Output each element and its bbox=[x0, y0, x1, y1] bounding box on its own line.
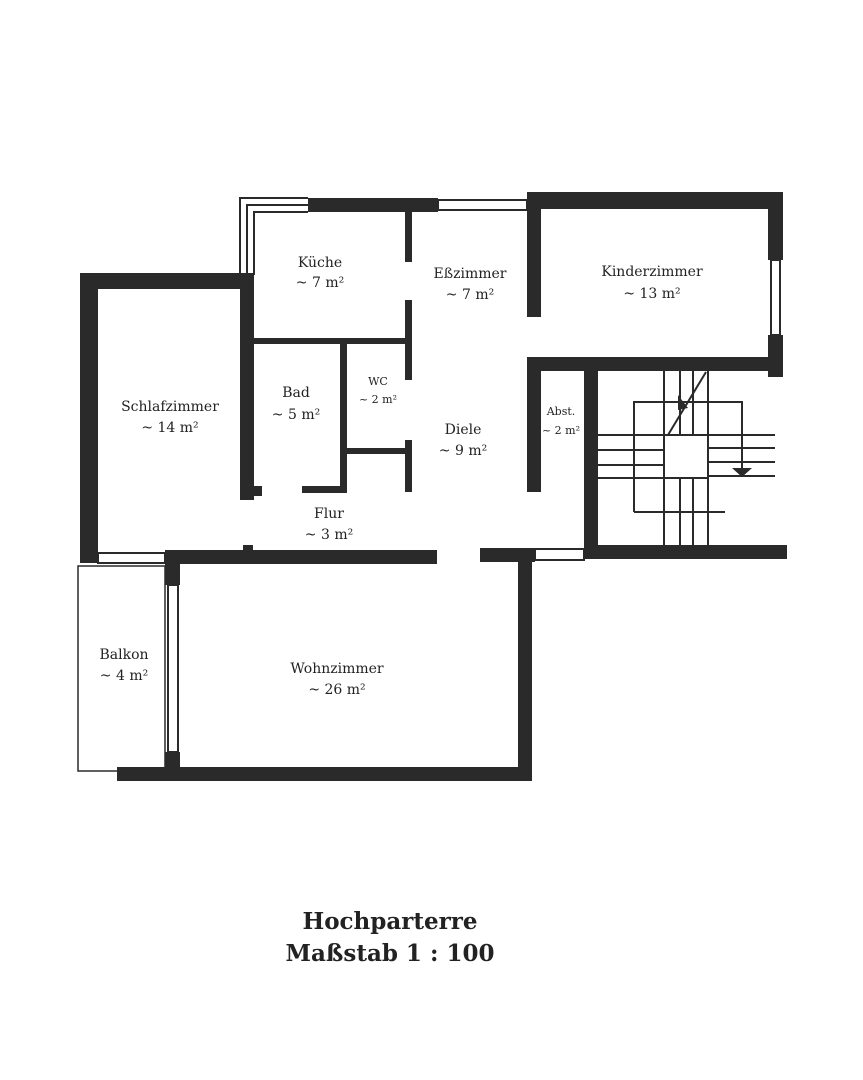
room-area: ~ 5 m² bbox=[272, 407, 320, 423]
room-name: Abst. bbox=[546, 405, 576, 418]
staircase bbox=[598, 371, 775, 545]
plan-scale: Maßstab 1 : 100 bbox=[285, 940, 495, 967]
room-name: Schlafzimmer bbox=[121, 399, 219, 415]
room-name: WC bbox=[368, 375, 388, 388]
plan-title: Hochparterre bbox=[302, 908, 478, 935]
room-area: ~ 7 m² bbox=[296, 275, 344, 291]
windows bbox=[77, 197, 781, 772]
room-labels: Küche ~ 7 m² Eßzimmer ~ 7 m² Kinderzimme… bbox=[99, 255, 702, 698]
room-name: Diele bbox=[445, 422, 482, 438]
room-name: Eßzimmer bbox=[434, 266, 507, 282]
room-area: ~ 2 m² bbox=[542, 424, 580, 437]
room-name: Flur bbox=[314, 506, 344, 522]
stair-arrow-down-icon bbox=[732, 468, 752, 477]
room-area: ~ 13 m² bbox=[623, 286, 680, 302]
room-area: ~ 2 m² bbox=[359, 393, 397, 406]
room-name: Wohnzimmer bbox=[290, 661, 384, 677]
room-area: ~ 7 m² bbox=[446, 287, 494, 303]
stair-arrow-icon bbox=[678, 395, 688, 410]
room-name: Bad bbox=[282, 385, 310, 401]
walls bbox=[80, 192, 787, 781]
room-area: ~ 14 m² bbox=[141, 420, 198, 436]
room-area: ~ 4 m² bbox=[100, 668, 148, 684]
room-area: ~ 9 m² bbox=[439, 443, 487, 459]
room-name: Balkon bbox=[99, 647, 148, 663]
room-name: Kinderzimmer bbox=[601, 264, 703, 280]
room-area: ~ 3 m² bbox=[305, 527, 353, 543]
room-area: ~ 26 m² bbox=[308, 682, 365, 698]
room-name: Küche bbox=[298, 255, 342, 271]
